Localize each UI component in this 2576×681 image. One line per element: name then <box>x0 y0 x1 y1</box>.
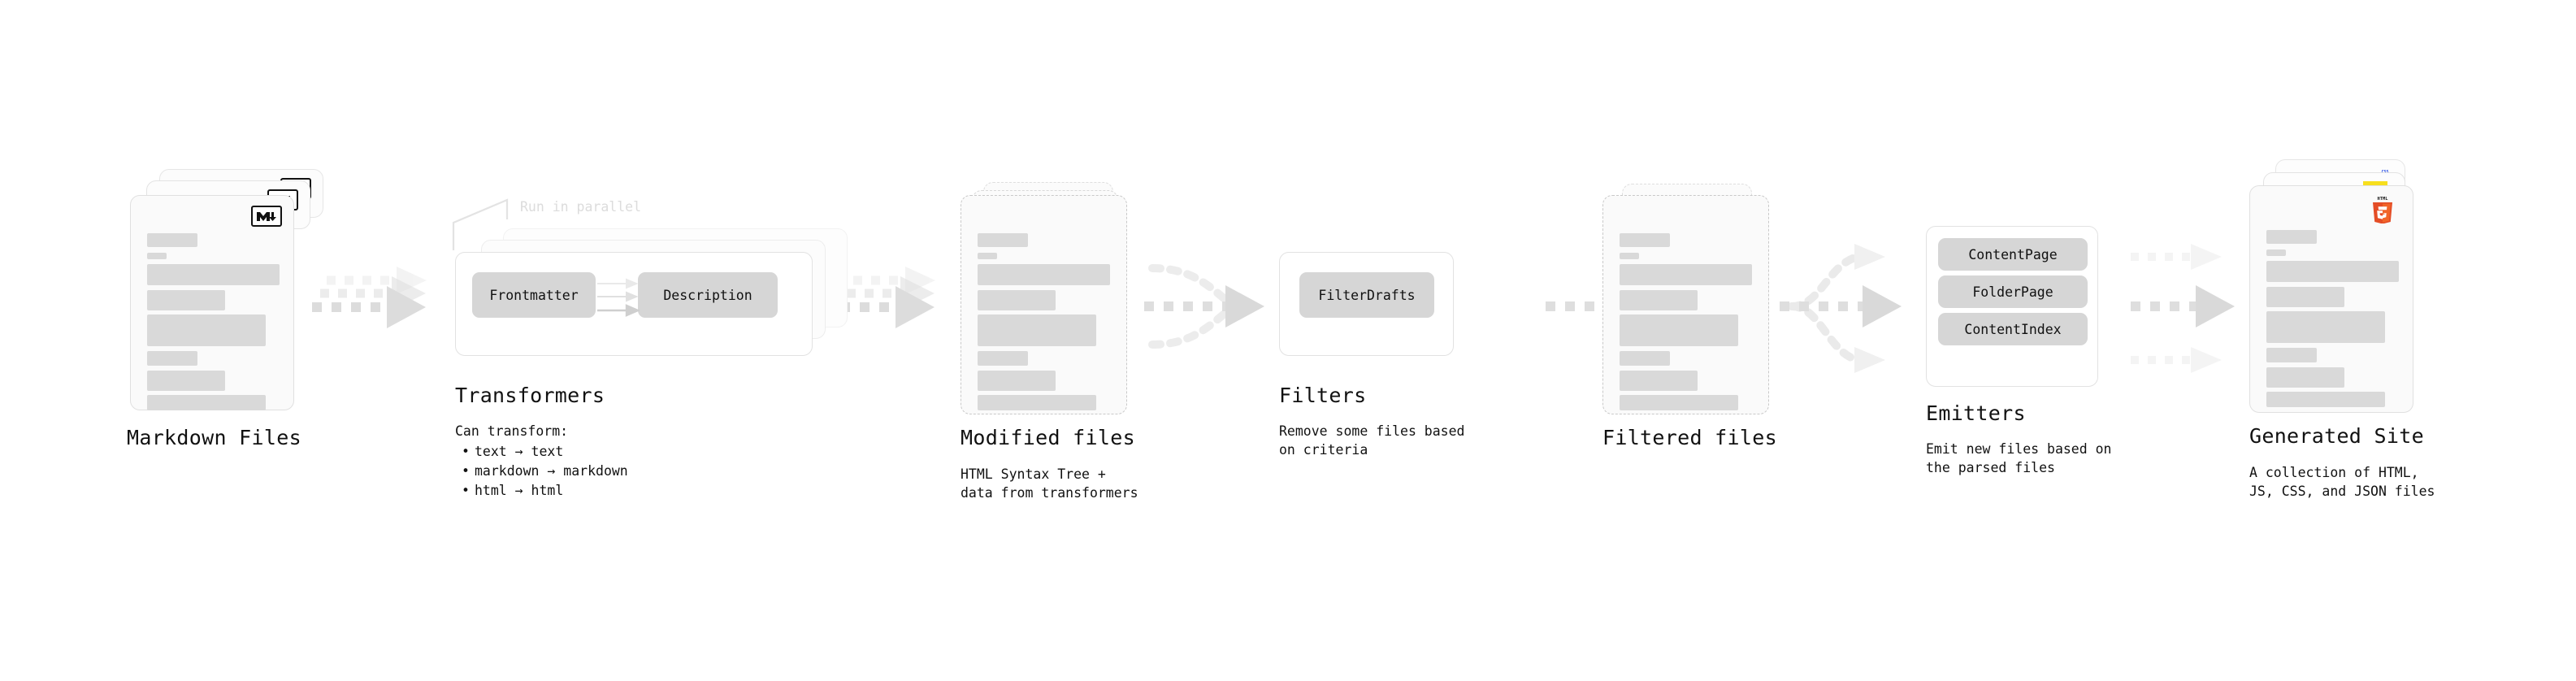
stage-title-modified-files: Modified files <box>961 426 1135 449</box>
stage-title-filtered-files: Filtered files <box>1602 426 1777 449</box>
skeleton-bar <box>2266 249 2286 256</box>
skeleton-bar <box>1620 233 1670 247</box>
skeleton-bar <box>2266 261 2399 282</box>
bullet-icon: • <box>462 463 470 479</box>
skeleton-bar <box>2266 287 2344 307</box>
parallel-bracket <box>452 198 509 250</box>
markdown-file-front <box>130 195 294 410</box>
stage-title-transformers: Transformers <box>455 384 605 407</box>
emitter-chip-contentindex[interactable]: ContentIndex <box>1938 313 2088 345</box>
filter-chip-filterdrafts[interactable]: FilterDrafts <box>1299 272 1434 318</box>
stage-desc-filters: Remove some files based on criteria <box>1279 423 1465 458</box>
bullet-label: html → html <box>475 483 564 498</box>
skeleton-bar <box>1620 351 1670 366</box>
skeleton-bar <box>1620 371 1698 391</box>
skeleton-bar <box>2266 392 2385 407</box>
skeleton-bar <box>147 233 197 247</box>
stage-title-emitters: Emitters <box>1926 401 2026 425</box>
skeleton-bar <box>147 395 266 410</box>
bullet-icon: • <box>462 444 470 459</box>
skeleton-bar <box>1620 290 1698 310</box>
emitter-chip-folderpage[interactable]: FolderPage <box>1938 275 2088 308</box>
skeleton-bar <box>978 233 1028 247</box>
list-item: • markdown → markdown <box>462 462 628 481</box>
parallel-label: Run in parallel <box>520 199 642 215</box>
skeleton-bar <box>2266 311 2385 343</box>
stage-title-filters: Filters <box>1279 384 1367 407</box>
list-item: • html → html <box>462 481 628 501</box>
transformer-chip-description[interactable]: Description <box>638 272 778 318</box>
emitter-box[interactable]: ContentPage FolderPage ContentIndex <box>1926 226 2098 387</box>
skeleton-bar <box>147 351 197 366</box>
html5-icon: HTML <box>2373 197 2392 223</box>
transformer-chip-frontmatter[interactable]: Frontmatter <box>472 272 596 318</box>
stage-desc-generated-site: A collection of HTML, JS, CSS, and JSON … <box>2249 465 2435 499</box>
skeleton-bar <box>978 290 1056 310</box>
stage-title-generated-site: Generated Site <box>2249 424 2424 448</box>
skeleton-bar <box>147 371 225 391</box>
transformer-inner-arrows <box>597 278 641 317</box>
arrow-emitters-to-site <box>2131 244 2235 373</box>
skeleton-bar <box>1620 253 1639 259</box>
skeleton-bar <box>2266 230 2317 244</box>
skeleton-bar <box>147 253 167 259</box>
skeleton-bar <box>1620 314 1738 346</box>
bullet-icon: • <box>462 483 470 498</box>
transformer-box[interactable]: Frontmatter Description <box>455 252 813 356</box>
stage-desc-modified-files: HTML Syntax Tree + data from transformer… <box>961 466 1138 501</box>
skeleton-bar <box>2266 367 2344 388</box>
skeleton-bar <box>147 314 266 346</box>
skeleton-bar <box>978 253 997 259</box>
skeleton-bar <box>978 314 1096 346</box>
svg-text:HTML: HTML <box>2378 197 2389 202</box>
list-item: • text → text <box>462 442 628 462</box>
arrow-modified-to-filters <box>1144 264 1264 349</box>
skeleton-bar <box>978 351 1028 366</box>
emitter-chip-contentpage[interactable]: ContentPage <box>1938 238 2088 271</box>
markdown-icon <box>251 206 282 227</box>
skeleton-bar <box>1620 264 1752 285</box>
arrow-markdown-to-transformers <box>312 267 427 328</box>
stage-desc-transformers: Can transform: <box>455 423 569 439</box>
skeleton-bar <box>978 395 1096 410</box>
filtered-file-front <box>1602 195 1769 414</box>
skeleton-bar <box>978 371 1056 391</box>
stage-title-markdown-files: Markdown Files <box>127 426 301 449</box>
bullet-label: text → text <box>475 444 564 459</box>
generated-file-front: HTML <box>2249 185 2413 413</box>
arrow-filtered-to-emitters <box>1780 244 1902 373</box>
filter-box[interactable]: FilterDrafts <box>1279 252 1454 356</box>
skeleton-bar <box>147 264 280 285</box>
bullet-label: markdown → markdown <box>475 463 628 479</box>
skeleton-bar <box>1620 395 1738 410</box>
skeleton-bar <box>147 290 225 310</box>
skeleton-bar <box>978 264 1110 285</box>
stage-desc-emitters: Emit new files based on the parsed files <box>1926 441 2112 475</box>
modified-file-front <box>961 195 1127 414</box>
transformer-bullet-list: • text → text • markdown → markdown • html … <box>462 442 628 501</box>
skeleton-bar <box>2266 348 2317 362</box>
